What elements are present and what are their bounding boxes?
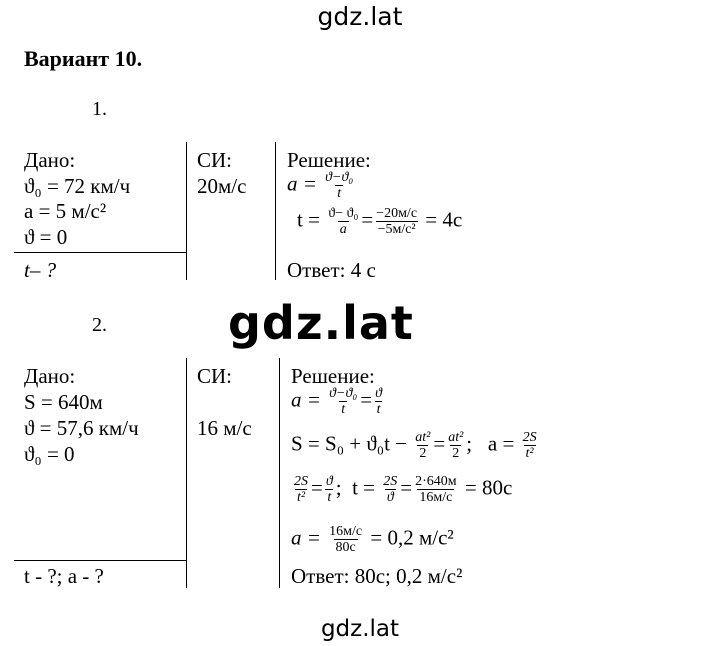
fraction-denominator: t² — [523, 445, 536, 461]
task2-si-divider — [186, 358, 187, 588]
fraction-numerator: 2·640м — [415, 474, 457, 489]
formula-result: = 80с — [464, 475, 513, 500]
fraction-numerator: 2S — [522, 430, 537, 445]
watermark-top: gdz.lat — [317, 2, 403, 31]
fraction-denominator: t — [335, 185, 344, 201]
task1-number: 1. — [92, 98, 107, 120]
fraction-denominator: −5м/с² — [375, 221, 418, 237]
task2-find: t - ?; a - ? — [24, 564, 104, 588]
equals-sign: = — [311, 475, 323, 500]
task2-answer: Ответ: 80с; 0,2 м/с² — [291, 564, 463, 588]
fraction-numerator: ϑ — [375, 386, 382, 401]
fraction-denominator: 16м/с — [417, 489, 455, 505]
formula-lhs: a = — [291, 387, 321, 412]
task2-number: 2. — [92, 314, 107, 336]
formula-result: = 0,2 м/с² — [370, 525, 454, 550]
formula-result: = 4с — [425, 207, 463, 232]
fraction-denominator: t² — [294, 489, 308, 505]
fraction-denominator: a — [337, 221, 349, 237]
watermark-bottom: gdz.lat — [320, 616, 400, 642]
separator: ; — [466, 431, 473, 456]
task1-solution-label: Решение: — [287, 148, 371, 172]
task1-solution-divider — [275, 142, 276, 280]
fraction-numerator: ϑ−ϑ₀ — [329, 386, 358, 401]
fraction-numerator: 2S — [383, 474, 398, 489]
formula-lhs: a = — [291, 525, 321, 550]
equals-sign: = — [361, 207, 374, 232]
task1-si-value: 20м/с — [197, 174, 247, 198]
formula-lhs: t = — [297, 207, 320, 232]
task2-given-line: ϑ = 57,6 км/ч — [24, 416, 139, 440]
task1-given-line: a = 5 м/с² — [24, 199, 107, 223]
fraction-numerator: at² — [448, 430, 464, 445]
task1-find: t– ? — [24, 258, 57, 282]
task2-si-label: СИ: — [197, 364, 233, 388]
task2-given-line: ϑ₀ = 0 — [24, 442, 75, 466]
fraction-denominator: 80с — [333, 539, 358, 555]
variant-title: Вариант 10. — [24, 46, 143, 71]
task1-given-label: Дано: — [24, 148, 76, 172]
fraction-denominator: ϑ — [384, 489, 396, 505]
formula-lhs: S = S₀ + ϑ₀t − — [291, 431, 408, 456]
task1-given-line: ϑ₀ = 72 км/ч — [24, 174, 131, 198]
fraction-denominator: 2 — [450, 445, 462, 461]
fraction-numerator: 2S — [294, 474, 308, 489]
equals-sign: = — [360, 387, 373, 412]
task2-given-divider — [14, 560, 186, 561]
task1-si-label: СИ: — [197, 148, 233, 172]
fraction-denominator: t — [325, 489, 334, 505]
fraction-numerator: −20м/с — [376, 206, 418, 221]
task1-si-divider — [186, 142, 187, 280]
formula-a-lhs: a = — [487, 431, 515, 456]
fraction-denominator: t — [374, 401, 383, 417]
fraction-numerator: ϑ− ϑ₀ — [328, 206, 359, 221]
task2-solution-label: Решение: — [291, 364, 375, 388]
task1-given-line: ϑ = 0 — [24, 225, 68, 249]
task2-given-line: S = 640м — [24, 390, 103, 414]
task2-solution-divider — [279, 358, 280, 588]
fraction-numerator: 16м/с — [329, 524, 363, 539]
fraction-denominator: t — [339, 401, 348, 417]
task1-given-divider — [14, 252, 186, 253]
task2-si-value: 16 м/с — [197, 416, 252, 440]
separator: ; — [335, 475, 342, 500]
fraction-numerator: ϑ — [325, 474, 333, 489]
fraction-denominator: 2 — [417, 445, 429, 461]
formula-lhs: a = — [287, 171, 317, 196]
fraction-numerator: at² — [415, 430, 431, 445]
task2-given-label: Дано: — [24, 364, 76, 388]
fraction-numerator: ϑ−ϑ₀ — [325, 170, 354, 185]
formula-t-lhs: t = — [352, 475, 375, 500]
equals-sign: = — [433, 431, 446, 456]
task1-answer: Ответ: 4 с — [287, 258, 376, 282]
equals-sign: = — [400, 475, 413, 500]
watermark-center: gdz.lat — [228, 296, 414, 350]
